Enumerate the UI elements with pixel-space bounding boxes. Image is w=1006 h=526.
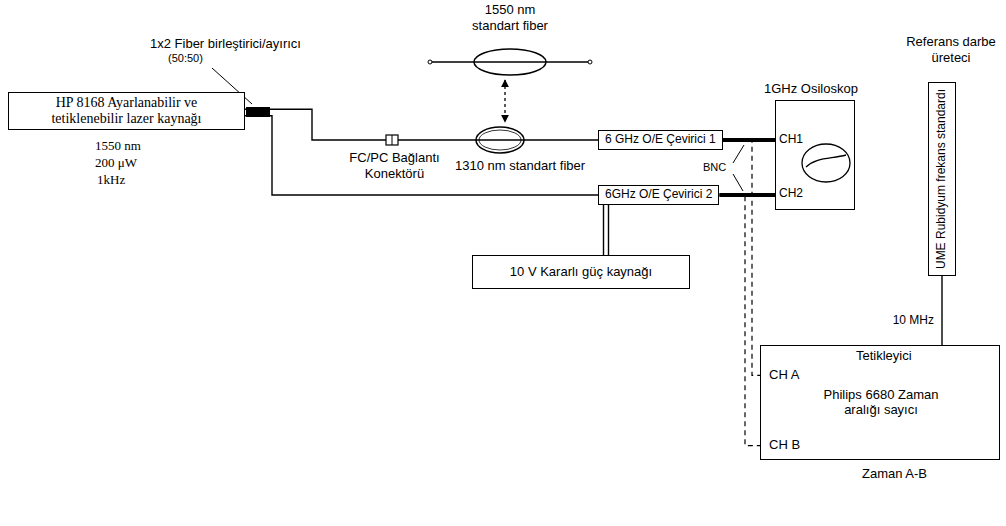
fiber-spool-1550 (428, 49, 592, 75)
node-text: CH B (769, 438, 800, 453)
node-text: 6 GHz O/E Çevirici 1 (605, 133, 716, 147)
node-text: Tetikleyici (856, 349, 912, 364)
oscilloscope-box: 1GHz OsiloskopCH1CH2 (775, 100, 855, 210)
connector-stroke (608, 205, 609, 255)
connector-stroke (723, 140, 760, 375)
node-text: 1GHz Osiloskop (764, 81, 858, 96)
node-text: HP 8168 Ayarlanabilir ve tetiklenebilir … (32, 95, 222, 127)
annotation-label: Zaman A-B (862, 466, 927, 482)
node-text: Philips 6680 Zaman aralığı sayıcı (811, 388, 951, 418)
annotation-label: 1550 nm standart fiber (462, 2, 558, 33)
bnc-cable (719, 195, 775, 196)
leader-line (733, 174, 743, 191)
fiber-spool-1310 (476, 127, 524, 153)
fiber-line (942, 276, 943, 345)
connector-stroke (719, 193, 775, 197)
fiber-line (604, 205, 609, 255)
annotation-label: 200 μW (95, 155, 137, 171)
edge-label: 10 MHz (893, 313, 934, 327)
annotation-label: BNC (703, 161, 726, 173)
oe-converter-box: 6 GHz O/E Çevirici 1 (598, 130, 723, 150)
annotation-label: FC/PC Bağlantı Konektörü (332, 150, 457, 181)
connector-stroke (603, 205, 604, 255)
node-text: CH A (769, 368, 799, 383)
bnc-cable (723, 140, 775, 141)
node-text: CH2 (779, 187, 803, 201)
fiber-line (245, 116, 598, 195)
power-supply-box: 10 V Kararlı güç kaynağı (472, 255, 690, 289)
annotation-label: 1310 nm standart fiber (455, 158, 585, 174)
connector-stroke (245, 116, 598, 195)
oe-converter-box: 6GHz O/E Çevirici 2 (598, 185, 719, 205)
annotation-label: 1kHz (97, 172, 125, 188)
time-interval-counter-box: Tetikleyici CH A Philips 6680 Zaman aralığ… (760, 345, 1000, 460)
connector-stroke (245, 109, 598, 140)
fiber-line (245, 109, 598, 140)
annotation-label: 1x2 Fiber birleştirici/ayırıcı (150, 36, 301, 52)
laser-source-box: HP 8168 Ayarlanabilir ve tetiklenebilir … (8, 92, 245, 130)
swap-arrow (504, 80, 505, 122)
signal-cable (719, 195, 760, 446)
annotation-label: (50:50) (168, 52, 203, 64)
connector-stroke (723, 138, 775, 142)
leader-line (733, 145, 744, 163)
rubidium-standard-box: UME Rubidyum frekans standardı (928, 82, 956, 276)
connector-stroke (941, 276, 942, 345)
annotation-label: 1550 nm (95, 138, 141, 154)
signal-cable (723, 140, 760, 375)
node-text: UME Rubidyum frekans standardı (935, 89, 949, 269)
node-text: 10 V Kararlı güç kaynağı (510, 265, 652, 280)
fcpc-connector (386, 135, 398, 145)
annotation-label: Referans darbe üreteci (905, 34, 997, 65)
node-text: 6GHz O/E Çevirici 2 (605, 188, 712, 202)
fiber-coupler (246, 107, 270, 117)
node-text: CH1 (779, 133, 803, 147)
connector-stroke (719, 195, 760, 446)
